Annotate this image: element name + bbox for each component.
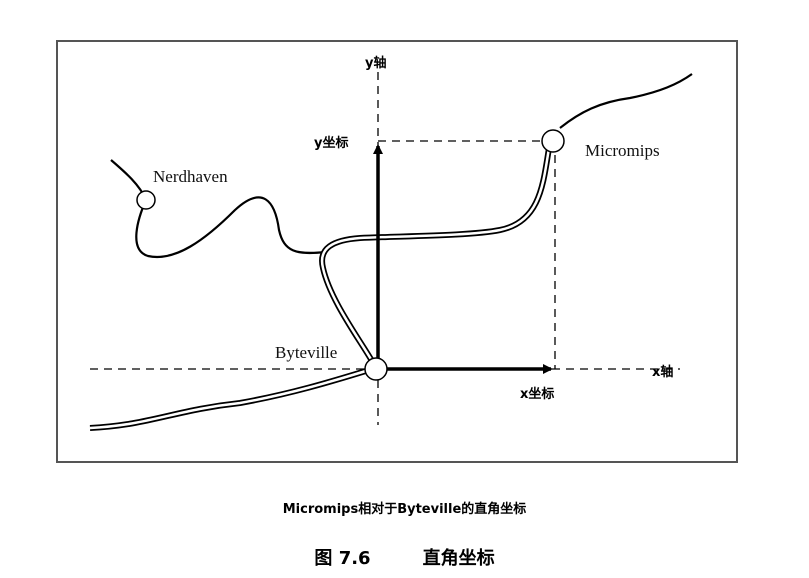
- x-coordinate-label: x坐标: [520, 386, 554, 402]
- figure-caption: 图 7.6 直角坐标: [0, 544, 809, 570]
- diagram-frame: [56, 40, 738, 463]
- road-byteville-micromips-inner: [320, 147, 551, 362]
- x-axis-label: x轴: [652, 364, 673, 380]
- byteville-label: Byteville: [275, 343, 337, 362]
- micromips-marker: [541, 129, 565, 153]
- byteville-marker: [364, 357, 388, 381]
- road-west-inner: [89, 368, 370, 430]
- micromips-label: Micromips: [585, 141, 660, 160]
- figure-title: 直角坐标: [422, 548, 495, 569]
- figure-subtitle: Micromips相对于Byteville的直角坐标: [282, 502, 527, 517]
- road-micromips-east: [559, 73, 693, 129]
- y-coordinate-label: y坐标: [314, 135, 348, 151]
- figure-number: 图 7.6: [314, 548, 371, 569]
- nerdhaven-marker: [136, 190, 156, 210]
- road-byteville-micromips-outer: [319, 147, 552, 363]
- nerdhaven-label: Nerdhaven: [153, 167, 228, 186]
- y-axis-label: y轴: [365, 55, 386, 71]
- road-west-outer: [89, 367, 370, 431]
